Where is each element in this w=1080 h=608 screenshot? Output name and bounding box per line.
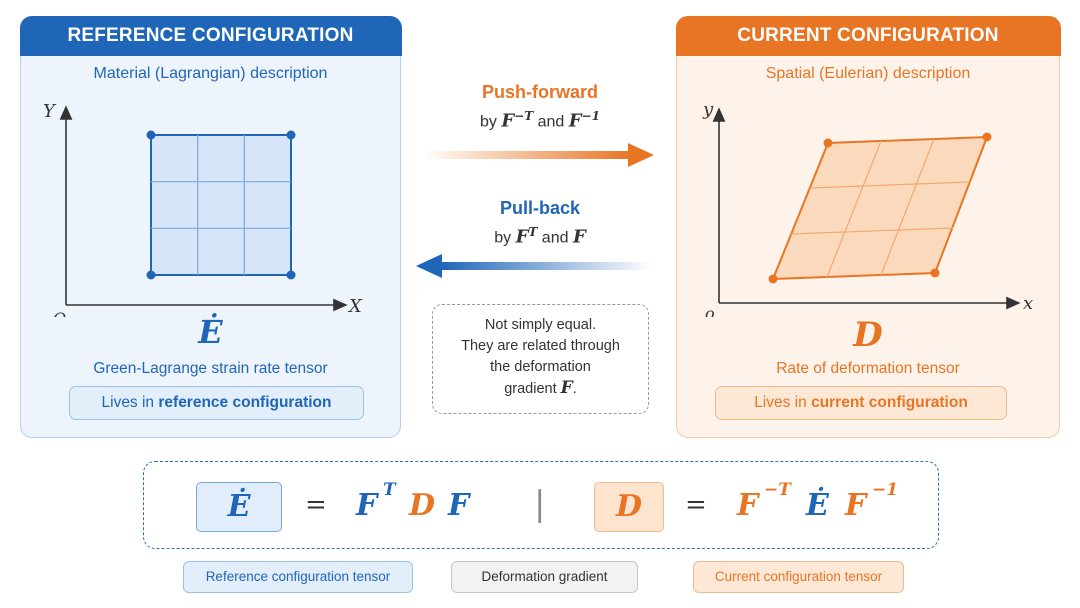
equations-divider: | xyxy=(534,484,546,524)
pull-back-arrow xyxy=(416,254,652,278)
push-forward-op1: F xyxy=(501,110,515,132)
legend-deformation-gradient: Deformation gradient xyxy=(451,561,638,593)
deformed-corner-nodes xyxy=(768,132,992,284)
right-f2-sup: −1 xyxy=(872,480,899,500)
current-x-label: x xyxy=(1023,293,1033,314)
pull-back-op2: F xyxy=(572,226,586,248)
reference-lives-prefix: Lives in xyxy=(101,394,159,411)
left-f1: F xyxy=(356,488,378,523)
current-configuration-panel: CURRENT CONFIGURATION Spatial (Eulerian)… xyxy=(675,15,1061,438)
reference-lives-bold: reference configuration xyxy=(158,394,332,411)
current-panel-title: CURRENT CONFIGURATION xyxy=(675,15,1061,56)
left-f1-sup: T xyxy=(383,480,396,500)
reference-plot: Y X O xyxy=(43,101,363,317)
pull-back-op1-sup: T xyxy=(528,225,538,239)
push-forward-operators: by F−T and F−1 xyxy=(405,109,675,131)
note-symbol: F xyxy=(560,378,573,398)
relation-note: Not simply equal. They are related throu… xyxy=(432,304,649,414)
legend-current: Current configuration tensor xyxy=(693,561,904,593)
push-forward-by: by xyxy=(480,113,497,131)
deformed-grid xyxy=(790,138,971,278)
reference-x-label: X xyxy=(347,296,363,317)
left-equals: = xyxy=(305,490,327,520)
note-line-4: gradient F. xyxy=(433,378,648,400)
right-f1-sup: −T xyxy=(764,480,791,500)
push-forward-op2: F xyxy=(568,110,582,132)
current-lives-bold: current configuration xyxy=(811,394,968,411)
right-equals: = xyxy=(685,490,707,520)
left-lhs-chip xyxy=(196,482,282,532)
pull-back-operators: by FT and F xyxy=(405,225,675,247)
undeformed-corner-nodes xyxy=(146,130,296,280)
push-forward-and: and xyxy=(537,113,565,131)
push-forward-op1-sup: −T xyxy=(514,109,534,123)
reference-tensor-symbol: Ė xyxy=(198,313,223,351)
note-line-4-text: gradient xyxy=(504,381,557,397)
reference-origin-label: O xyxy=(53,309,66,317)
note-end: . xyxy=(572,381,577,397)
current-plot: y x o xyxy=(702,99,1033,317)
note-line-2: They are related through xyxy=(461,338,620,354)
pull-back-label: Pull-back by FT and F xyxy=(405,198,675,247)
left-d: D xyxy=(409,488,436,523)
push-forward-op2-sup: −1 xyxy=(581,109,600,123)
current-description: Spatial (Eulerian) description xyxy=(765,65,971,82)
push-forward-title: Push-forward xyxy=(481,82,598,102)
push-forward-label: Push-forward by F−T and F−1 xyxy=(405,82,675,131)
note-line-3: the deformation xyxy=(490,359,591,375)
pull-back-title: Pull-back xyxy=(499,198,581,218)
current-tensor-name: Rate of deformation tensor xyxy=(776,360,960,377)
reference-panel-title: REFERENCE CONFIGURATION xyxy=(19,15,402,56)
reference-y-label: Y xyxy=(43,101,57,122)
current-tensor-symbol: D xyxy=(853,315,883,355)
push-forward-arrow xyxy=(422,143,654,167)
legend-reference: Reference configuration tensor xyxy=(183,561,413,593)
right-lhs-symbol: D xyxy=(615,489,642,524)
undeformed-body xyxy=(150,134,292,276)
note-line-1: Not simply equal. xyxy=(484,317,597,333)
pull-back-op1: F xyxy=(515,226,529,248)
reference-lives-badge: Lives in reference configuration xyxy=(69,386,364,420)
left-lhs-symbol: Ė xyxy=(227,489,251,524)
right-lhs-chip xyxy=(594,482,664,532)
pull-back-by: by xyxy=(494,229,512,247)
right-e: Ė xyxy=(806,488,829,523)
left-f2: F xyxy=(448,488,470,523)
equations-box xyxy=(143,461,939,549)
current-lives-prefix: Lives in xyxy=(754,394,812,411)
reference-description: Material (Lagrangian) description xyxy=(93,65,328,82)
pull-back-and: and xyxy=(541,229,569,247)
right-f2: F xyxy=(845,488,867,523)
undeformed-grid xyxy=(151,135,291,275)
current-lives-badge: Lives in current configuration xyxy=(715,386,1007,420)
reference-configuration-panel: REFERENCE CONFIGURATION Material (Lagran… xyxy=(19,15,402,438)
current-y-label: y xyxy=(702,99,714,120)
right-f1: F xyxy=(737,488,759,523)
current-origin-label: o xyxy=(705,304,715,317)
reference-tensor-name: Green-Lagrange strain rate tensor xyxy=(93,360,328,377)
